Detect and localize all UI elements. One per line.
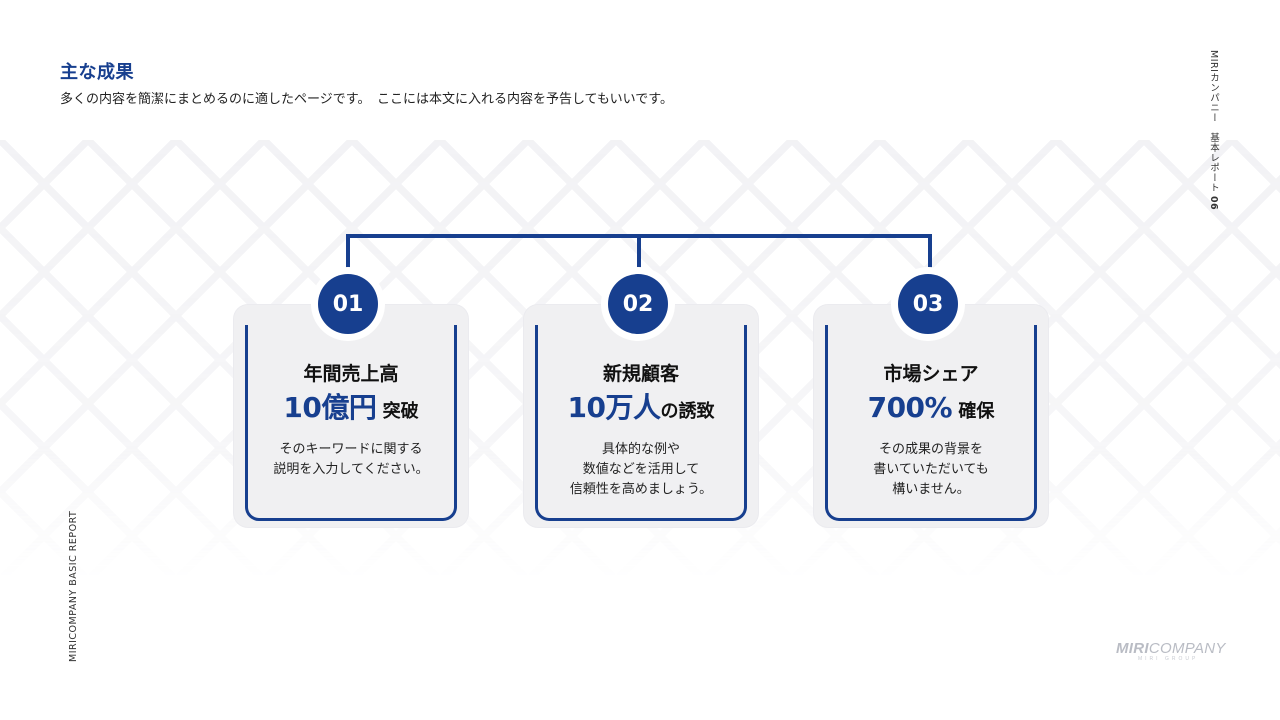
card-suffix: 確保 [952,401,995,422]
number-badge: 03 [898,274,958,334]
card-heading: 新規顧客 [602,363,679,385]
card-highlight: 700% [867,391,953,424]
card-suffix: の誘致 [660,401,715,422]
card-heading: 市場シェア [883,363,979,385]
card-frame [535,325,747,521]
card-content: 年間売上高 10億円 突破 そのキーワードに関する説明を入力してください。 [234,362,468,480]
card-metric: 10万人の誘致 [524,390,758,430]
page-title: 主な成果 [60,62,134,83]
logo-mark: MIRI [1116,640,1149,657]
card-background [814,305,1048,527]
card-metric: 700% 確保 [814,390,1048,430]
company-logo: MIRICOMPANY MIRI GROUP [1116,640,1226,662]
side-label-right-text: MIRIカンパニー 基本レポート [1208,50,1219,193]
logo-wordmark: MIRICOMPANY [1116,640,1226,657]
card-suffix: 突破 [376,401,419,422]
logo-text: COMPANY [1148,640,1226,657]
card-frame [825,325,1037,521]
card-highlight: 10億円 [283,391,377,424]
page-number: 06 [1208,195,1219,211]
card-description: そのキーワードに関する説明を入力してください。 [273,442,429,477]
page-subtitle: 多くの内容を簡潔にまとめるのに適したページです。 ここには本文に入れる内容を予告… [60,92,673,107]
logo-subtext: MIRI GROUP [1138,656,1199,662]
card-description: その成果の背景を書いていただいても構いません。 [873,442,989,497]
card-heading: 年間売上高 [303,363,399,385]
card-metric: 10億円 突破 [234,390,468,430]
card-content: 新規顧客 10万人の誘致 具体的な例や数値などを活用して信頼性を高めましょう。 [524,362,758,500]
card-background [524,305,758,527]
number-badge: 02 [608,274,668,334]
card-description: 具体的な例や数値などを活用して信頼性を高めましょう。 [569,442,713,497]
card-background [234,305,468,527]
side-label-right: MIRIカンパニー 基本レポート 06 [1206,50,1220,210]
card-content: 市場シェア 700% 確保 その成果の背景を書いていただいても構いません。 [814,362,1048,500]
card-highlight: 10万人 [567,391,661,424]
card-frame [245,325,457,521]
number-badge: 01 [318,274,378,334]
